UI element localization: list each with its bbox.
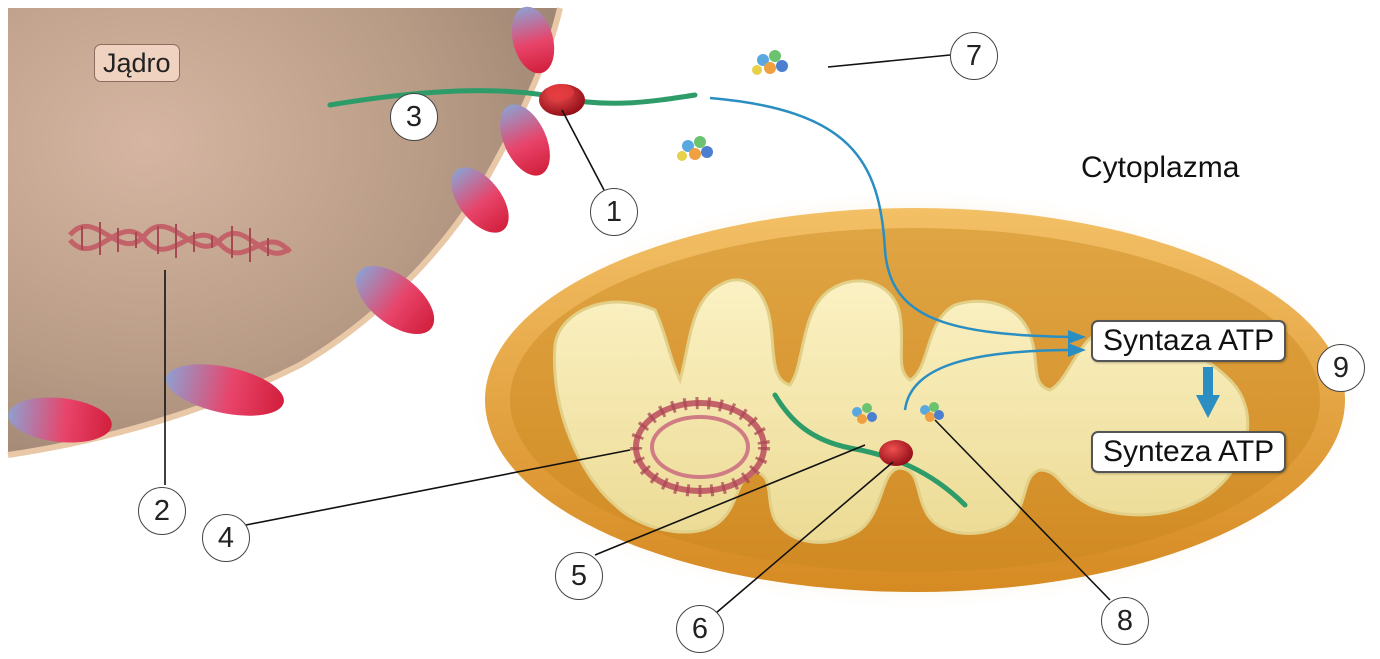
marker-2: 2 [138,487,186,535]
mitochondrial-ribosome-icon [879,440,913,466]
mitochondrion [460,188,1370,612]
nucleus-label: Jądro [94,44,180,82]
atp-synthase-label: Syntaza ATP [1091,320,1286,362]
marker-4: 4 [202,514,250,562]
marker-9: 9 [1317,344,1365,392]
protein-cluster-icon [752,50,788,75]
protein-cluster-icon [677,136,713,161]
marker-8: 8 [1101,597,1149,645]
marker-5: 5 [555,552,603,600]
marker-6: 6 [676,605,724,653]
marker-1: 1 [590,188,638,236]
atp-synthesis-label: Synteza ATP [1091,431,1286,473]
cytoplasm-label: Cytoplazma [1081,151,1239,185]
marker-3: 3 [390,93,438,141]
marker-7: 7 [950,32,998,80]
